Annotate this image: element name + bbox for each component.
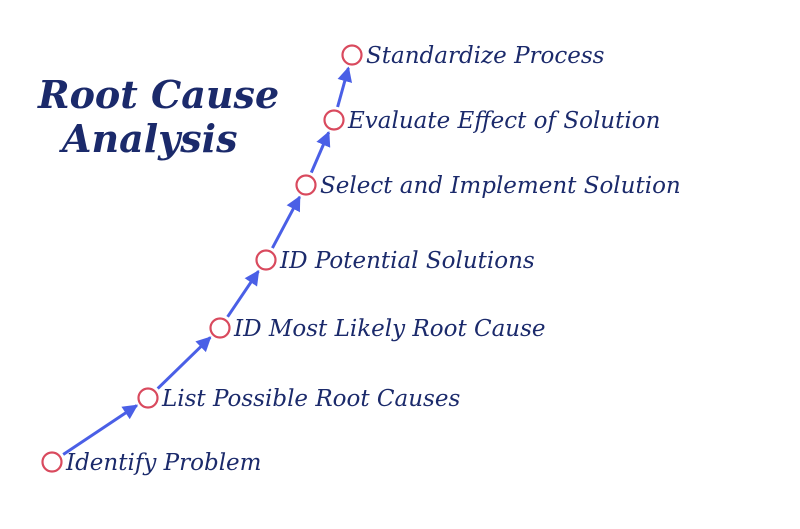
step-marker-7 (341, 44, 363, 66)
arrow-group (62, 66, 353, 456)
diagram-title-line-1: Root Cause (37, 72, 279, 117)
step-arrow-2 (156, 336, 212, 390)
step-label-2: List Possible Root Causes (161, 386, 460, 412)
step-marker-3 (209, 317, 231, 339)
step-arrow-6 (336, 66, 353, 108)
step-arrow-3 (226, 269, 260, 318)
step-arrow-4 (271, 195, 301, 249)
step-arrow-1 (62, 404, 139, 456)
step-label-7: Standardize Process (366, 43, 605, 69)
step-group: Identify Problem List Possible Root Cause… (41, 43, 681, 476)
step-marker-5 (295, 174, 317, 196)
step-marker-2 (137, 387, 159, 409)
step-arrow-5 (309, 131, 331, 174)
step-label-5: Select and Implement Solution (320, 173, 681, 199)
step-label-1: Identify Problem (65, 450, 261, 476)
step-label-3: ID Most Likely Root Cause (233, 316, 546, 342)
step-label-6: Evaluate Effect of Solution (347, 108, 660, 134)
step-marker-1 (41, 451, 63, 473)
step-marker-4 (255, 249, 277, 271)
step-marker-6 (323, 109, 345, 131)
step-label-4: ID Potential Solutions (279, 248, 535, 274)
diagram-title-line-2: Analysis (59, 116, 237, 161)
